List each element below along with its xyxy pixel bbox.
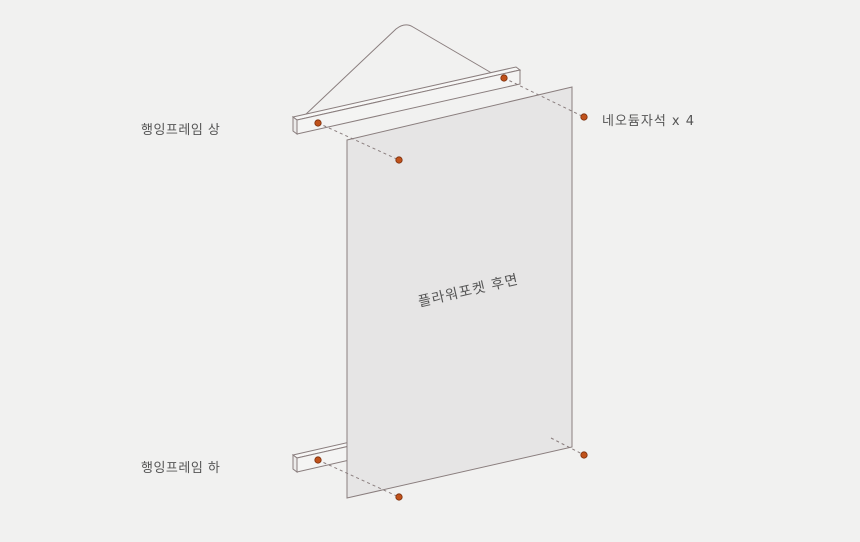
alignment-lines [317, 77, 585, 498]
bottom-frame-front-face [292, 454, 298, 473]
alignment-line-top-right [503, 77, 585, 118]
exploded-magnets [395, 113, 588, 501]
magnet-dot [580, 113, 588, 121]
top-hanging-frame [291, 66, 522, 135]
magnets-label: 네오듐자석 x 4 [602, 114, 696, 129]
magnet-dot [314, 119, 322, 127]
magnet-dot [500, 74, 508, 82]
top-frame-front-face [292, 116, 298, 135]
frame-magnets [314, 74, 508, 464]
poster-back-panel [346, 86, 573, 499]
magnet-dot [395, 156, 403, 164]
top-frame-label: 행잉프레임 상 [141, 123, 221, 138]
bottom-frame-label: 행잉프레임 하 [141, 461, 221, 476]
top-frame-side-face [296, 69, 521, 135]
alignment-line-top-left [317, 122, 400, 161]
magnet-dot [314, 456, 322, 464]
alignment-line-bottom-right [550, 437, 585, 456]
alignment-line-bottom-left [317, 459, 400, 498]
bottom-hanging-frame [291, 441, 356, 473]
magnet-dot [395, 493, 403, 501]
magnet-dot [580, 451, 588, 459]
hanging-string [303, 24, 508, 117]
